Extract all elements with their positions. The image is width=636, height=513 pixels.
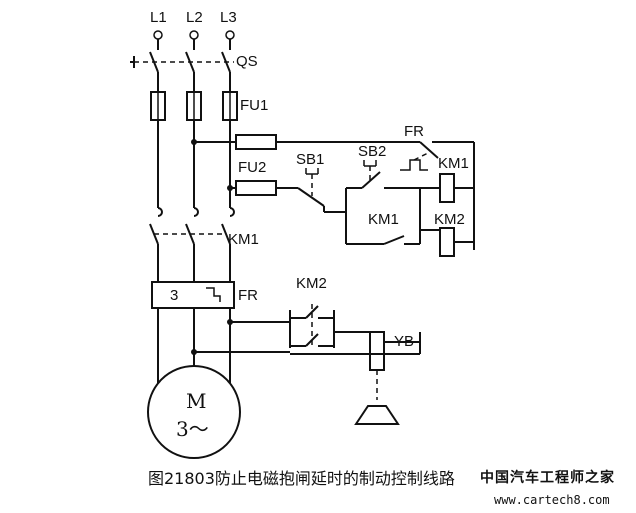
km2-coil-label: KM2 — [434, 211, 465, 228]
phase-label-l3: L3 — [220, 9, 237, 26]
phase-label-l2: L2 — [186, 9, 203, 26]
caption: 图21803防止电磁抱闸延时的制动控制线路 — [148, 469, 455, 488]
km1-main-label: KM1 — [228, 231, 259, 248]
km2-contacts-label: KM2 — [296, 275, 327, 292]
yb-label: YB — [394, 333, 414, 350]
sb2-label: SB2 — [358, 143, 386, 160]
watermark-title: 中国汽车工程师之家 — [480, 469, 615, 486]
fu1-fuses — [150, 91, 238, 121]
fu2-label: FU2 — [238, 159, 266, 176]
qs-switch — [130, 39, 234, 73]
fr-contact-label: FR — [404, 123, 424, 140]
km1-contact-label: KM1 — [368, 211, 399, 228]
km1-coil-label: KM1 — [438, 155, 469, 172]
km1-main-contacts — [149, 207, 235, 245]
fu1-label: FU1 — [240, 97, 268, 114]
motor-spec: 3～ — [176, 417, 209, 441]
motor — [147, 365, 241, 459]
control-lower-branch — [230, 160, 440, 245]
fr-relay-label: FR — [238, 287, 258, 304]
sb1-label: SB1 — [296, 151, 324, 168]
phase-label-l1: L1 — [150, 9, 167, 26]
fr-relay-box — [151, 281, 235, 309]
fr-relay-number: 3 — [170, 287, 178, 304]
control-top-branch — [194, 134, 474, 171]
watermark-url: www.cartech8.com — [494, 493, 610, 507]
coils — [420, 142, 475, 257]
motor-label: M — [186, 389, 206, 413]
km2-brake-circuit — [194, 304, 421, 400]
brake-symbol — [354, 405, 400, 425]
qs-label: QS — [236, 53, 258, 70]
supply-terminals — [153, 30, 235, 40]
